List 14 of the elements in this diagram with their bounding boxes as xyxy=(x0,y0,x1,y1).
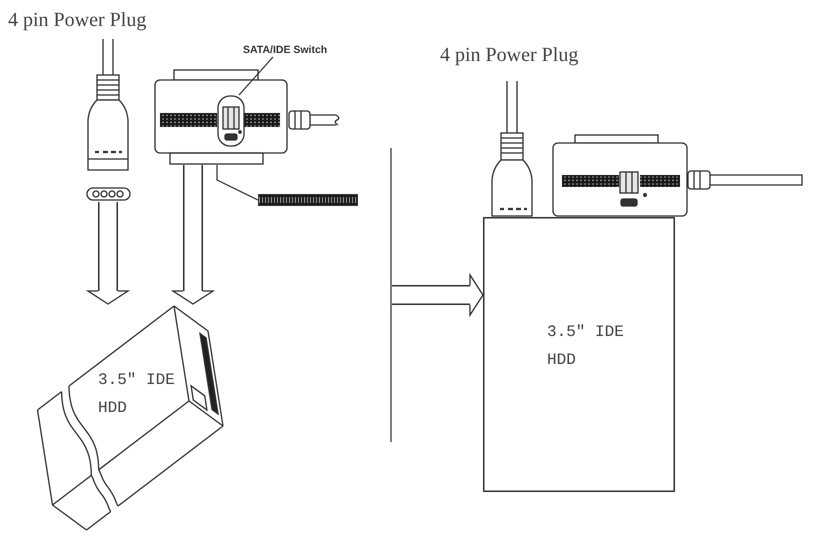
plug-caption: 4 pin Power Plug xyxy=(440,43,578,67)
power-plug xyxy=(85,38,133,202)
hard-drive-drawing xyxy=(36,304,225,532)
leader-line xyxy=(238,56,274,96)
leader-line xyxy=(216,165,258,201)
plug-caption: 4 pin Power Plug xyxy=(8,8,146,32)
adapter xyxy=(551,133,805,217)
hard-drive-drawing xyxy=(483,217,675,492)
slide-switch xyxy=(217,95,245,147)
callout-label: SATA/IDE Switch xyxy=(243,43,339,57)
power-plug xyxy=(490,80,534,217)
pin-header-drawing xyxy=(258,194,358,206)
drive-label: 3.5" IDE HDD xyxy=(547,322,625,371)
drive-label: 3.5" IDE HDD xyxy=(98,370,176,419)
